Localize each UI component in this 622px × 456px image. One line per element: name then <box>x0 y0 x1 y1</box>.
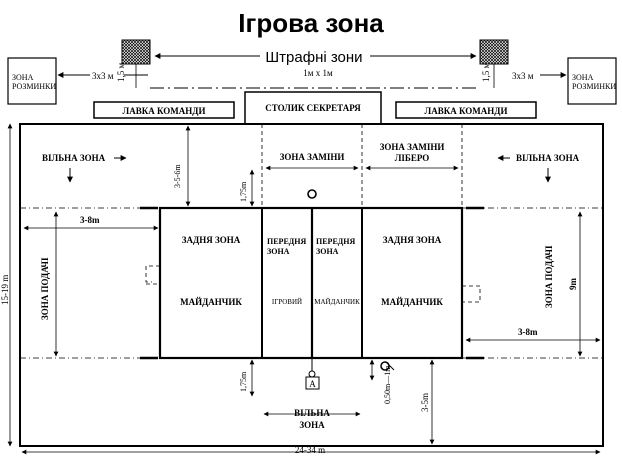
free-zone-left-label: ВІЛЬНА ЗОНА <box>42 153 106 163</box>
court-left-label: МАЙДАНЧИК <box>180 297 242 307</box>
top-free-label: 3-5-6m <box>173 164 182 188</box>
service-box-left <box>145 265 160 283</box>
penalty-zones-label: Штрафні зони <box>265 49 362 66</box>
free-zone-right-label: ВІЛЬНА ЗОНА <box>516 153 580 163</box>
penalty-height-left: 1,5 м <box>116 63 126 83</box>
front-zone-left-line1: ПЕРЕДНЯ <box>267 237 307 246</box>
net-post-top <box>307 189 317 199</box>
back-zone-right-label: ЗАДНЯ ЗОНА <box>383 235 442 245</box>
sub-zone-label: ЗОНА ЗАМІНИ <box>280 152 345 162</box>
team-bench-left <box>93 101 235 119</box>
warmup-right-line2: РОЗМИНКИ <box>572 82 616 91</box>
penalty-zones-size: 1м x 1м <box>303 68 333 78</box>
service-right-label: 3-8m <box>518 327 538 337</box>
referee-head <box>308 370 316 378</box>
warmup-left-line2: РОЗМИНКИ <box>12 82 56 91</box>
court-right-label: МАЙДАНЧИК <box>381 297 443 307</box>
warmup-size-left: 3х3 м <box>92 71 114 81</box>
front-zone-right-line1: ПЕРЕДНЯ <box>316 237 356 246</box>
scorer-table <box>244 91 382 125</box>
total-length-label: 24-34 m <box>295 445 325 455</box>
warmup-right-line1: ЗОНА <box>572 73 594 82</box>
table-to-line-label: 1,75m <box>239 181 248 202</box>
libero-zone-line2: ЛІБЕРО <box>395 153 430 163</box>
court-center-left-label: ІГРОВИЙ <box>272 298 302 306</box>
service-box-right <box>462 285 481 303</box>
court-width-label: 9m <box>568 278 578 291</box>
referee-marker: А <box>309 379 316 389</box>
front-zone-right-line2: ЗОНА <box>316 247 339 256</box>
penalty-height-right: 1,5 м <box>481 63 491 83</box>
back-zone-left-label: ЗАДНЯ ЗОНА <box>182 235 241 245</box>
team-bench-right <box>395 101 537 119</box>
net-post-bottom <box>380 361 390 371</box>
ref-distance-label: 1,75m <box>239 371 248 392</box>
referee-position <box>305 376 320 390</box>
bottom-free-zone-line2: ЗОНА <box>299 420 325 430</box>
warmup-left-line1: ЗОНА <box>12 73 34 82</box>
team-bench-left-label: ЛАВКА КОМАНДИ <box>123 106 206 116</box>
penalty-zone-right <box>479 39 509 65</box>
bottom-free-label: 3-5m <box>420 393 430 412</box>
service-left-label: 3-8m <box>80 215 100 225</box>
penalty-zone-left <box>121 39 151 65</box>
total-width-label: 15-19 m <box>0 275 10 305</box>
post-distance-label: 0,50m—1m <box>383 365 392 404</box>
free-zone-boundary <box>19 123 604 447</box>
scorer-table-label: СТОЛИК СЕКРЕТАРЯ <box>265 103 361 113</box>
libero-zone-line1: ЗОНА ЗАМІНИ <box>380 142 445 152</box>
warmup-zone-left <box>7 57 57 105</box>
warmup-zone-right <box>567 57 617 105</box>
page-title: Ігрова зона <box>238 8 384 38</box>
bottom-free-zone-line1: ВІЛЬНА <box>294 408 330 418</box>
warmup-size-right: 3х3 м <box>512 71 534 81</box>
service-zone-left-label: ЗОНА ПОДАЧІ <box>40 257 50 320</box>
service-zone-right-label: ЗОНА ПОДАЧІ <box>544 245 554 308</box>
front-zone-left-line2: ЗОНА <box>267 247 290 256</box>
team-bench-right-label: ЛАВКА КОМАНДИ <box>425 106 508 116</box>
net-post-bottom-tick <box>385 361 395 371</box>
court-center-right-label: МАЙДАНЧИК <box>314 298 360 306</box>
